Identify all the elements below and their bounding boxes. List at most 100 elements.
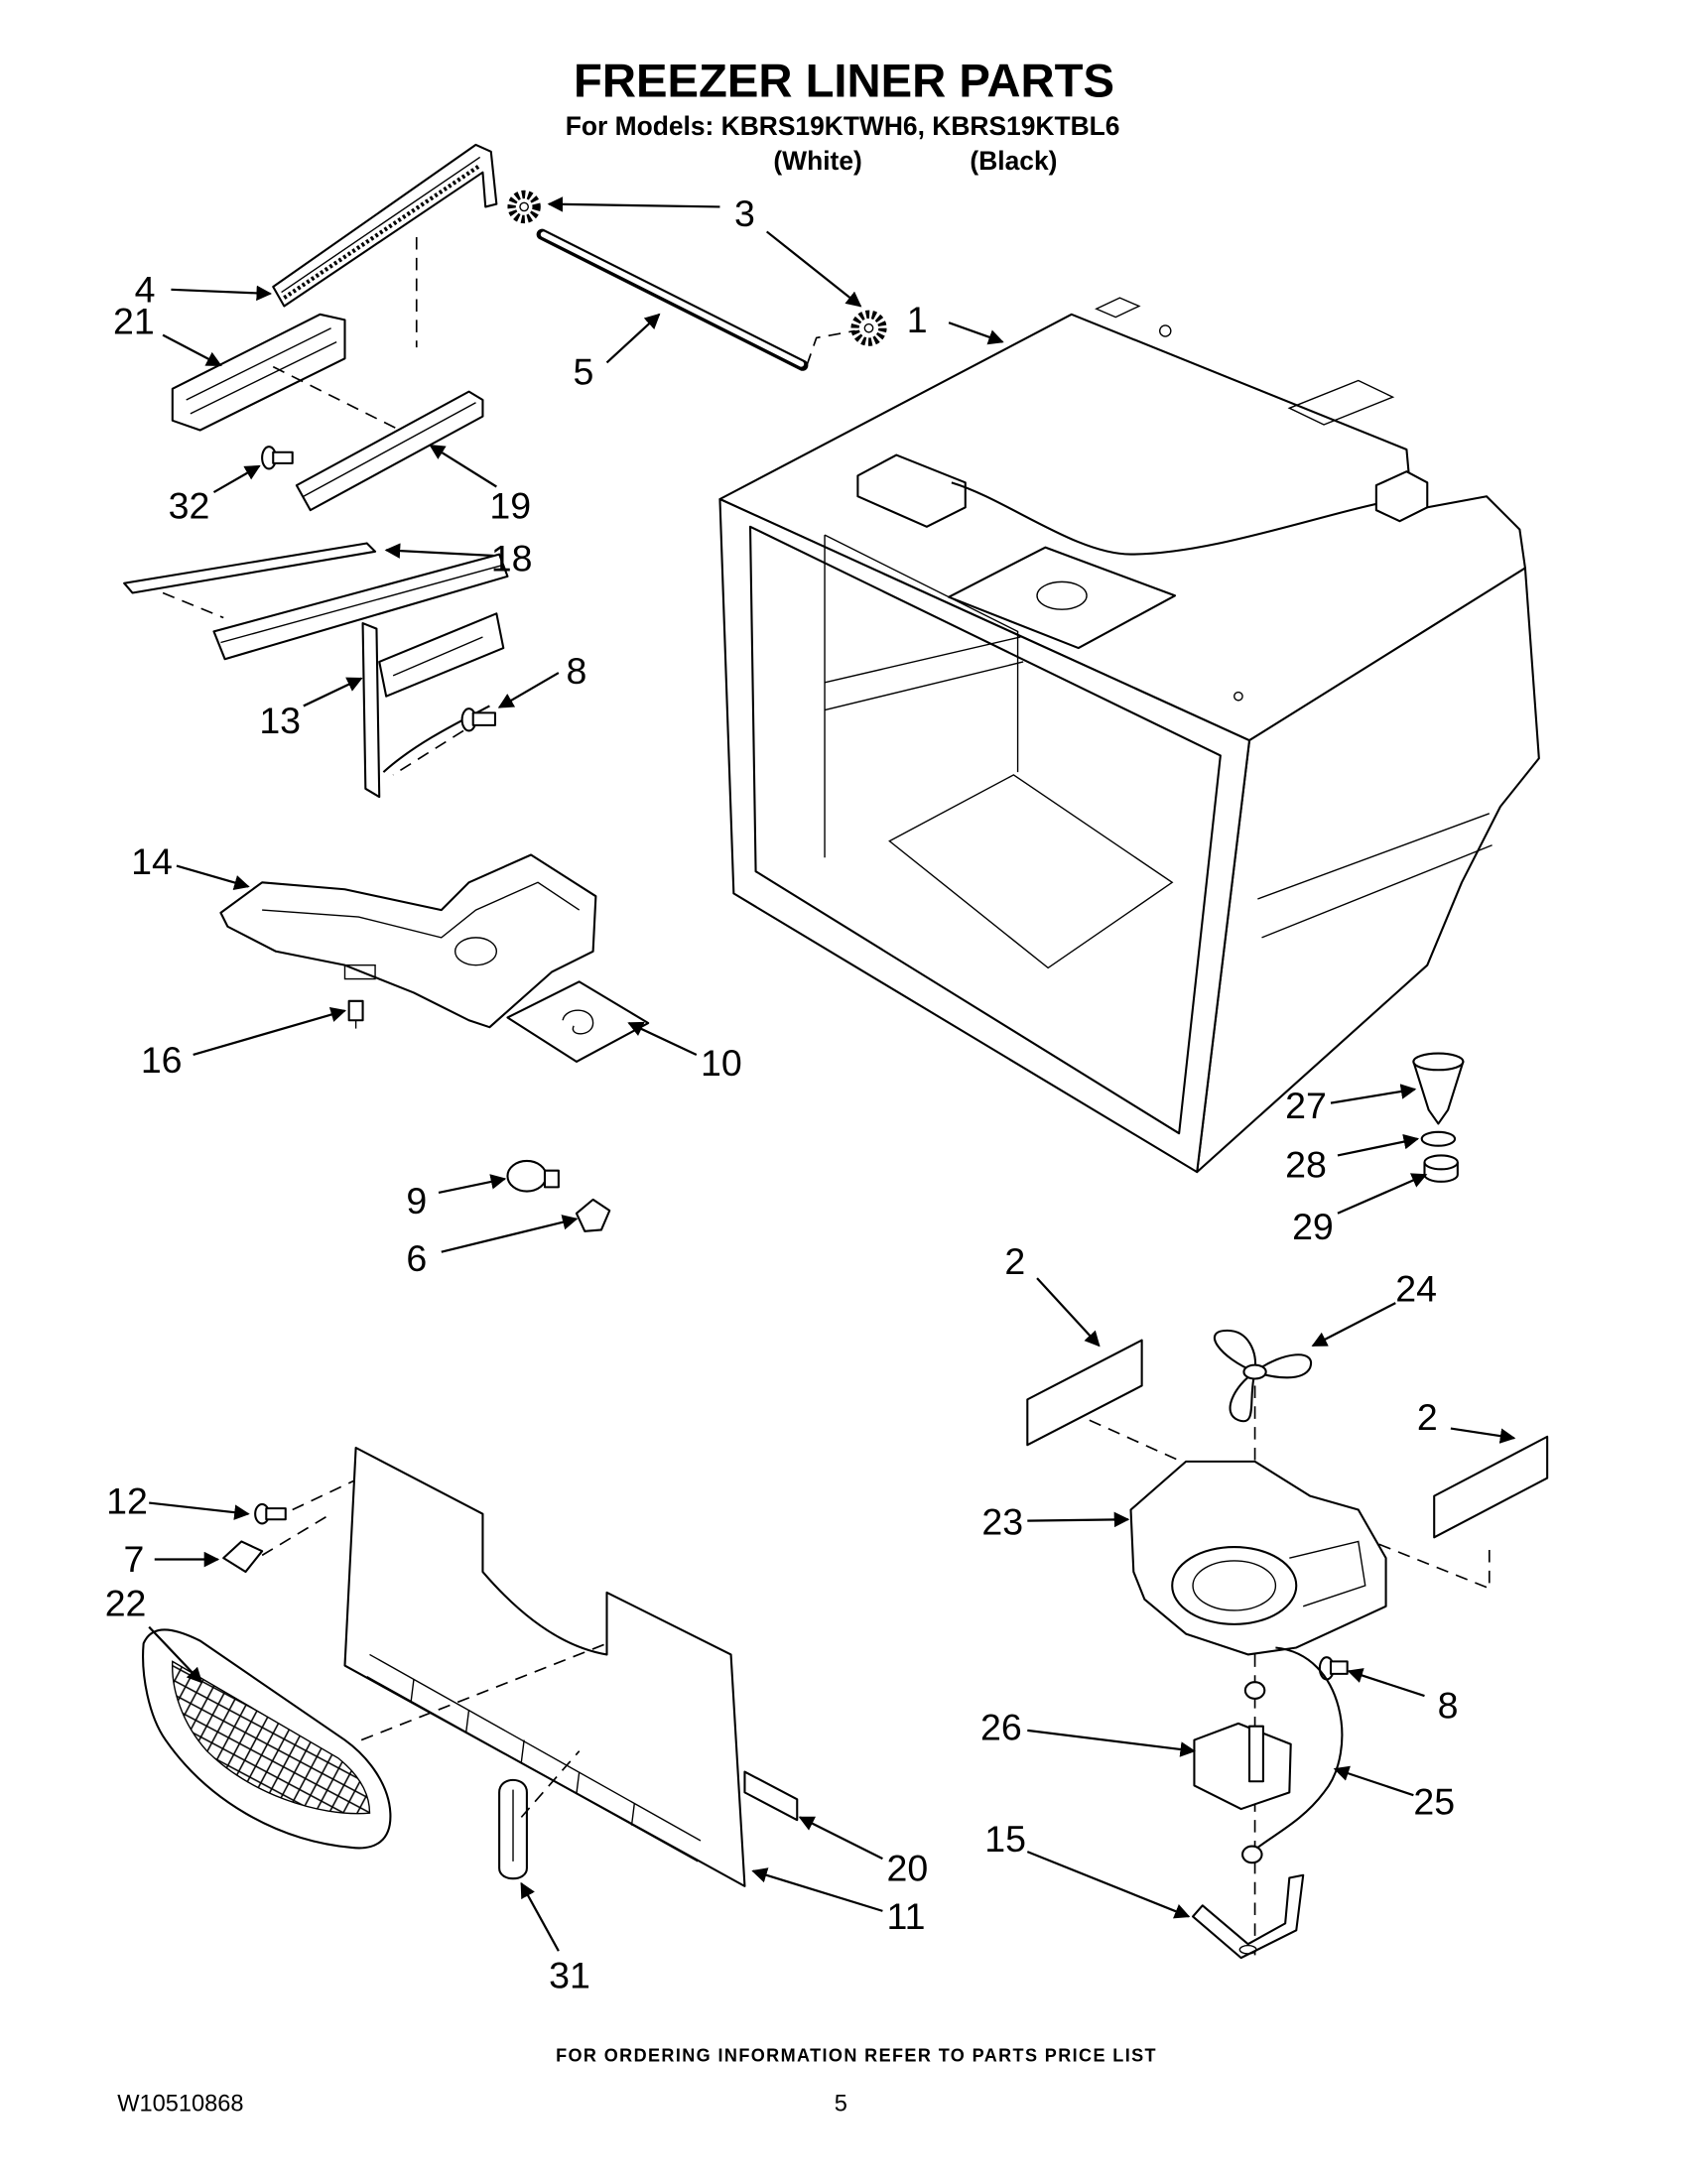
leader-arrow-19 [429, 444, 497, 488]
models-line: For Models: KBRS19KTWH6, KBRS19KTBL6 [566, 111, 1120, 141]
leader-arrow-18 [384, 543, 494, 559]
callout-13: 13 [259, 700, 301, 741]
guide-line-pad-right [1378, 1543, 1491, 1590]
callout-7: 7 [123, 1538, 144, 1580]
leader-arrow-1 [948, 321, 1004, 345]
leader-arrow-5 [605, 313, 661, 364]
fan-shroud [1129, 1460, 1387, 1656]
drain-cup [1412, 1052, 1465, 1125]
rail-bracket [171, 313, 346, 432]
leader-arrow-4 [171, 285, 273, 302]
callout-2-right: 2 [1417, 1396, 1438, 1438]
leader-arrow-16 [193, 1006, 346, 1057]
leader-arrow-2-left [1036, 1277, 1101, 1348]
leader-arrow-10 [627, 1021, 698, 1056]
leader-arrow-28 [1337, 1133, 1420, 1157]
screw-cover [254, 1502, 287, 1525]
color-label-white: (White) [773, 146, 861, 176]
callout-8-upper: 8 [567, 650, 587, 692]
callout-3: 3 [734, 193, 755, 234]
callout-10: 10 [701, 1042, 742, 1084]
o-ring [1420, 1130, 1457, 1147]
wire-retainer-clip [498, 1778, 528, 1880]
callout-25: 25 [1413, 1781, 1455, 1823]
callout-19: 19 [489, 484, 531, 526]
leader-arrow-9 [438, 1174, 507, 1195]
guide-line-grommet [261, 1512, 332, 1557]
guide-line-pad-left [1089, 1419, 1201, 1471]
lower-rail [123, 542, 377, 594]
callout-6: 6 [406, 1237, 427, 1279]
leader-arrow-12 [149, 1501, 250, 1520]
leader-arrow-14 [176, 864, 250, 891]
fan-motor [1193, 1681, 1292, 1864]
vertical-bracket [361, 612, 505, 799]
light-bulb [506, 1159, 560, 1193]
ordering-note: FOR ORDERING INFORMATION REFER TO PARTS … [556, 2045, 1157, 2065]
insulation-pad [506, 980, 650, 1063]
screw-upper [460, 707, 496, 732]
callout-24: 24 [1395, 1268, 1437, 1310]
callout-27: 27 [1285, 1085, 1327, 1126]
callout-11: 11 [887, 1895, 926, 1937]
color-label-black: (Black) [970, 146, 1057, 176]
leader-arrow-21 [162, 333, 222, 367]
guide-line-rod [806, 329, 855, 366]
callout-4: 4 [135, 268, 156, 310]
fan-blade [1213, 1329, 1313, 1423]
leader-arrow-15 [1026, 1851, 1191, 1919]
leader-arrow-2-right [1450, 1427, 1516, 1444]
leader-arrow-13 [303, 677, 363, 707]
callout-1: 1 [907, 299, 928, 340]
gear-lower [850, 310, 887, 346]
ice-tray-housing [219, 853, 597, 1029]
guide-line-lower-rail [162, 591, 224, 619]
screw-upper-left [261, 446, 294, 470]
freezer-liner [718, 297, 1540, 1174]
callout-23: 23 [981, 1501, 1023, 1543]
foam-pad-right [1433, 1435, 1549, 1539]
leader-arrow-8-upper [497, 672, 560, 708]
page-title: FREEZER LINER PARTS [574, 55, 1114, 107]
callout-18: 18 [491, 537, 533, 578]
document-number: W10510868 [117, 2091, 243, 2117]
vent-grille [142, 1628, 392, 1850]
evaporator-cover-panel [343, 1446, 746, 1887]
wire-clip [347, 999, 364, 1029]
callout-5: 5 [573, 351, 593, 393]
connecting-rod [536, 228, 809, 371]
retainer-grommet [222, 1540, 264, 1574]
leader-arrow-31 [520, 1881, 560, 1952]
drawer-slide-rail [295, 390, 484, 512]
leader-arrow-25 [1333, 1765, 1414, 1797]
callout-12: 12 [106, 1480, 148, 1522]
leader-arrow-29 [1337, 1173, 1428, 1215]
callout-15: 15 [984, 1818, 1026, 1860]
guide-line-bracket [272, 365, 401, 432]
callout-20: 20 [887, 1847, 929, 1888]
callout-22: 22 [105, 1583, 147, 1624]
lamp-socket [575, 1198, 611, 1232]
callout-31: 31 [549, 1955, 590, 1996]
callout-29: 29 [1292, 1206, 1334, 1247]
leader-arrow-20 [798, 1816, 883, 1861]
motor-bracket [1192, 1873, 1305, 1960]
callout-32: 32 [169, 484, 210, 526]
callout-9: 9 [406, 1180, 427, 1221]
lower-rail-bracket [212, 553, 509, 661]
guide-line-clip [520, 1750, 581, 1818]
motor-wire-harness [1256, 1646, 1344, 1849]
leader-arrow-22 [148, 1625, 203, 1684]
callout-21: 21 [113, 300, 155, 341]
leader-arrow-27 [1330, 1084, 1417, 1104]
callout-14: 14 [131, 840, 173, 882]
callout-28: 28 [1285, 1144, 1327, 1186]
gear-upper [507, 190, 541, 224]
drain-plug [1423, 1154, 1459, 1183]
leader-arrow-8-lower [1347, 1668, 1425, 1698]
leader-arrow-6 [441, 1215, 579, 1253]
leader-arrow-3b [765, 230, 862, 308]
guide-line-grille [360, 1642, 607, 1741]
callout-26: 26 [980, 1707, 1022, 1748]
